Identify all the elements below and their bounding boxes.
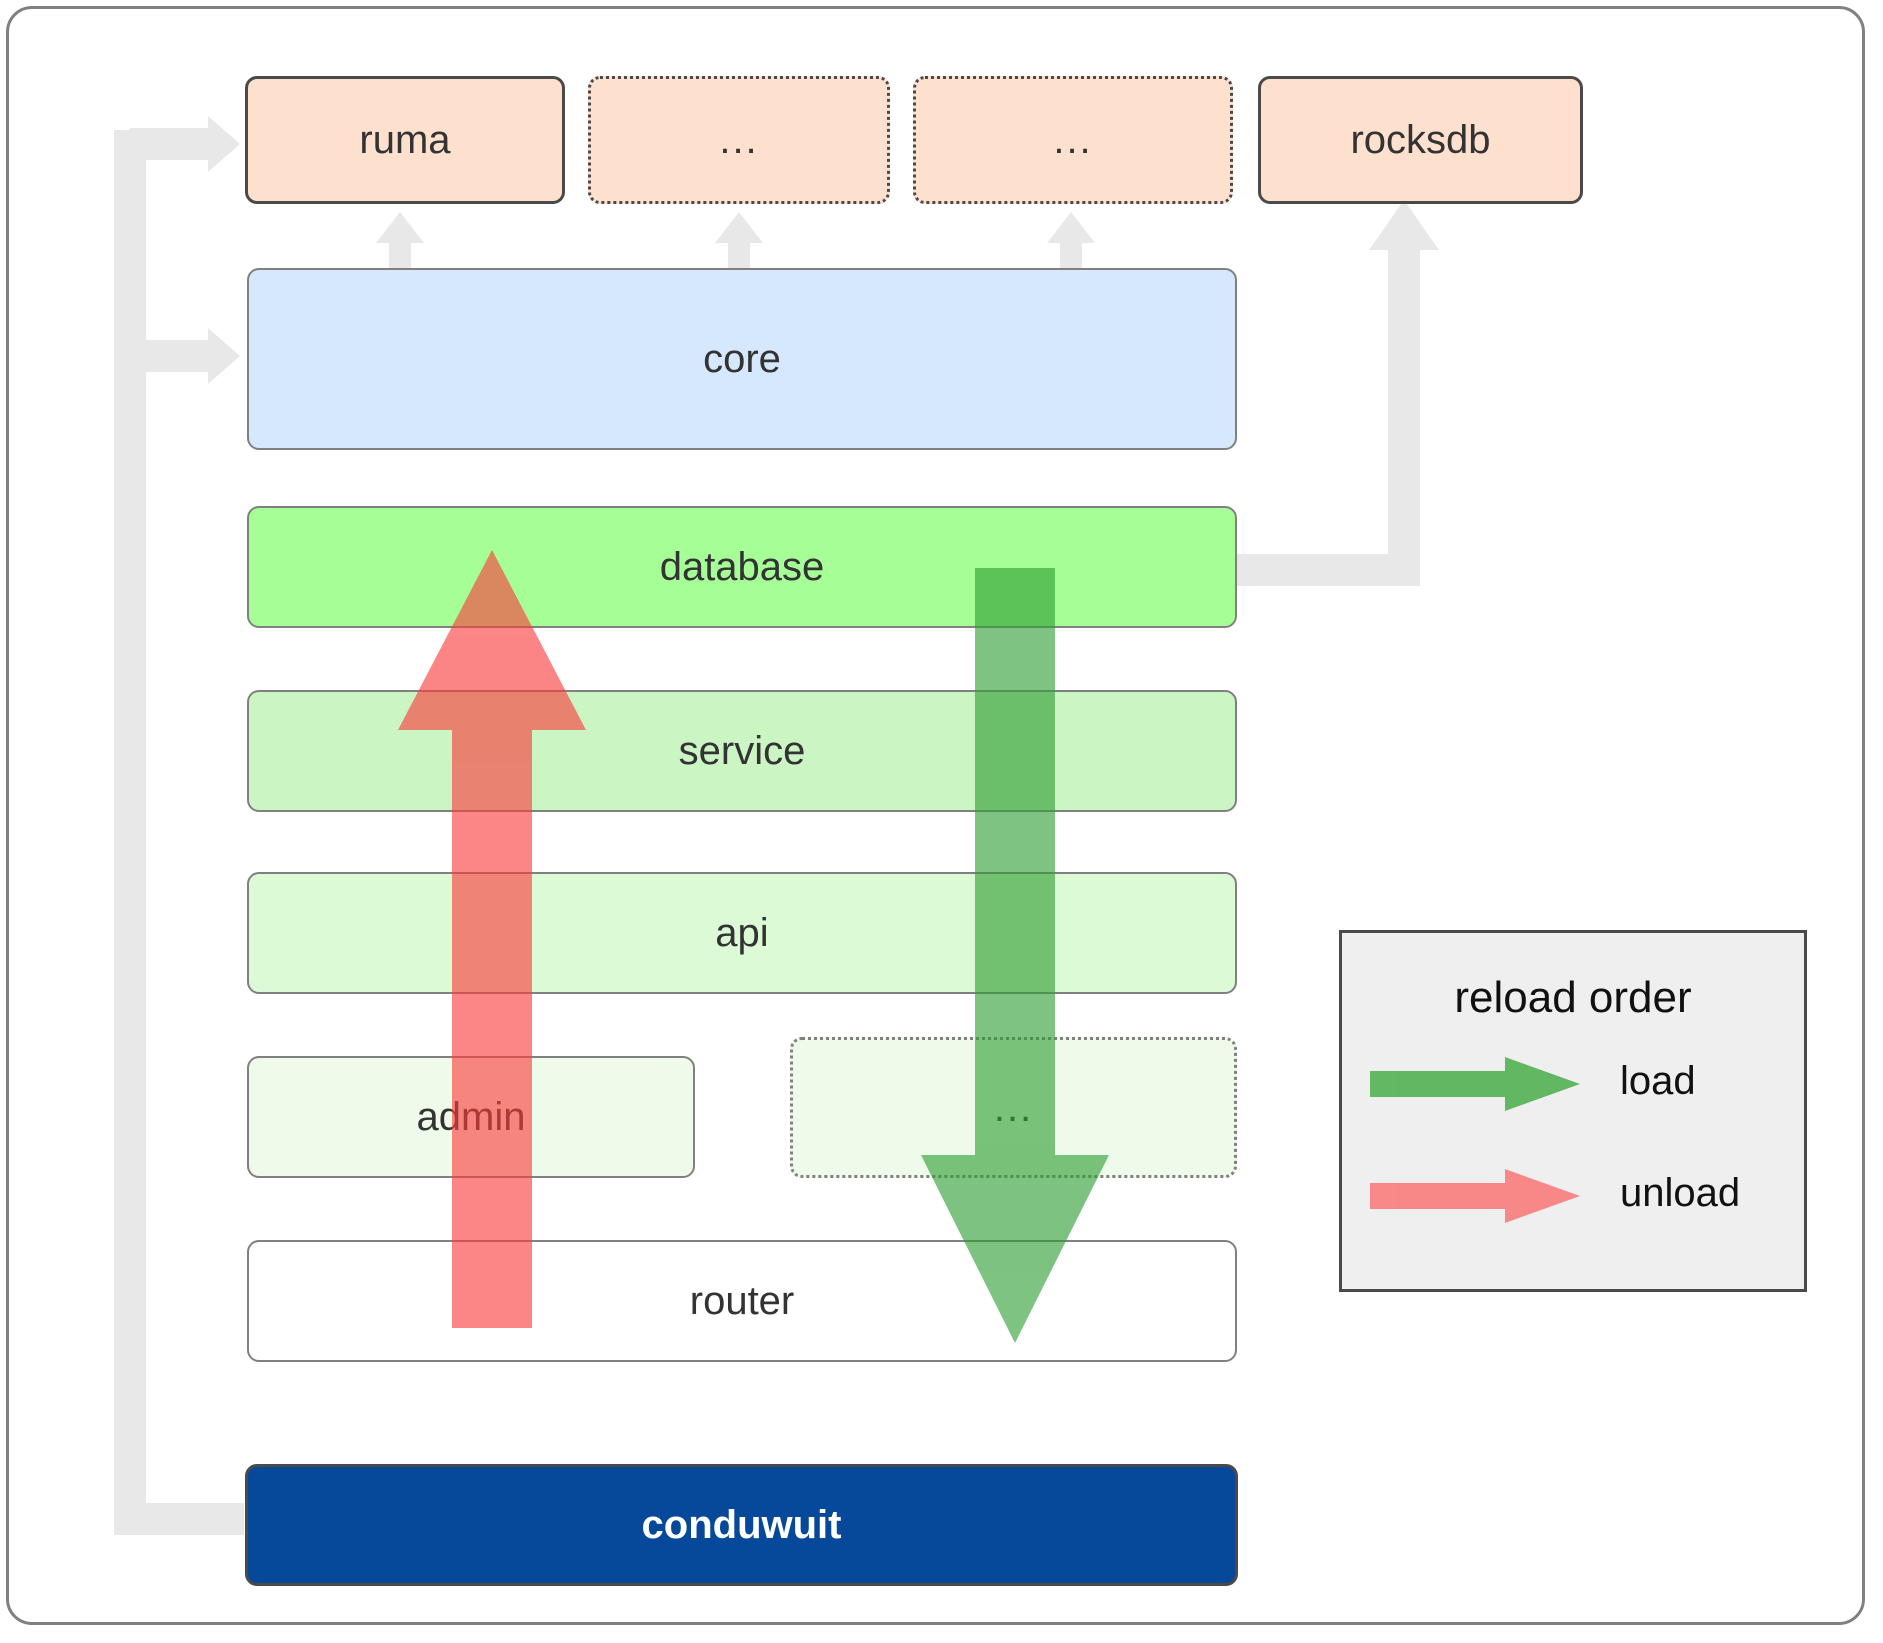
legend-unload-arrow-icon bbox=[1370, 1169, 1580, 1223]
legend-load-arrow-icon bbox=[1370, 1057, 1580, 1111]
dependency-branch-ruma-shaft bbox=[130, 128, 215, 160]
node-ruma[interactable]: ruma bbox=[245, 76, 565, 204]
node-ext-ellipsis-1[interactable]: ... bbox=[588, 76, 890, 204]
node-rocksdb[interactable]: rocksdb bbox=[1258, 76, 1583, 204]
node-database[interactable]: database bbox=[247, 506, 1237, 628]
unload-arrow bbox=[398, 550, 586, 1328]
dependency-trunk-foot bbox=[114, 1503, 244, 1535]
dependency-arrow-core-to-ext2 bbox=[1047, 212, 1095, 272]
unload-arrow-shaft bbox=[452, 640, 532, 1328]
node-api[interactable]: api bbox=[247, 872, 1237, 994]
node-ext-ellipsis-1-label: ... bbox=[719, 118, 759, 162]
unload-arrow-head bbox=[398, 550, 586, 730]
dependency-arrow-core-to-ruma bbox=[376, 212, 424, 272]
dependency-arrow-database-to-rocksdb bbox=[1230, 200, 1439, 586]
load-arrow bbox=[921, 568, 1109, 1343]
node-conduwuit-label: conduwuit bbox=[641, 1503, 842, 1547]
node-ext-ellipsis-2[interactable]: ... bbox=[913, 76, 1233, 204]
node-service-label: service bbox=[678, 729, 806, 773]
node-router-label: router bbox=[689, 1279, 795, 1323]
diagram-frame bbox=[6, 6, 1865, 1625]
dependency-branch-core-shaft bbox=[130, 340, 215, 372]
load-arrow-shaft bbox=[975, 568, 1055, 1258]
node-core-label: core bbox=[703, 337, 781, 381]
dependency-branch-core-head bbox=[208, 328, 240, 384]
node-router[interactable]: router bbox=[247, 1240, 1237, 1362]
node-core[interactable]: core bbox=[247, 268, 1237, 450]
dependency-branch-ruma-head bbox=[208, 116, 240, 172]
node-database-label: database bbox=[659, 545, 825, 589]
load-arrow-head bbox=[921, 1155, 1109, 1343]
node-api-label: api bbox=[715, 911, 769, 955]
legend-unload-label: unload bbox=[1620, 1171, 1741, 1215]
node-ext-ellipsis-2-label: ... bbox=[1053, 118, 1093, 162]
dependency-arrow-core-to-ext1 bbox=[715, 212, 763, 272]
node-rocksdb-label: rocksdb bbox=[1350, 118, 1491, 162]
legend-load-label: load bbox=[1620, 1059, 1696, 1103]
legend-title: reload order bbox=[1454, 973, 1692, 1022]
legend: reload order load unload bbox=[1339, 930, 1807, 1292]
node-conduwuit[interactable]: conduwuit bbox=[245, 1464, 1238, 1586]
node-ruma-label: ruma bbox=[359, 118, 451, 162]
